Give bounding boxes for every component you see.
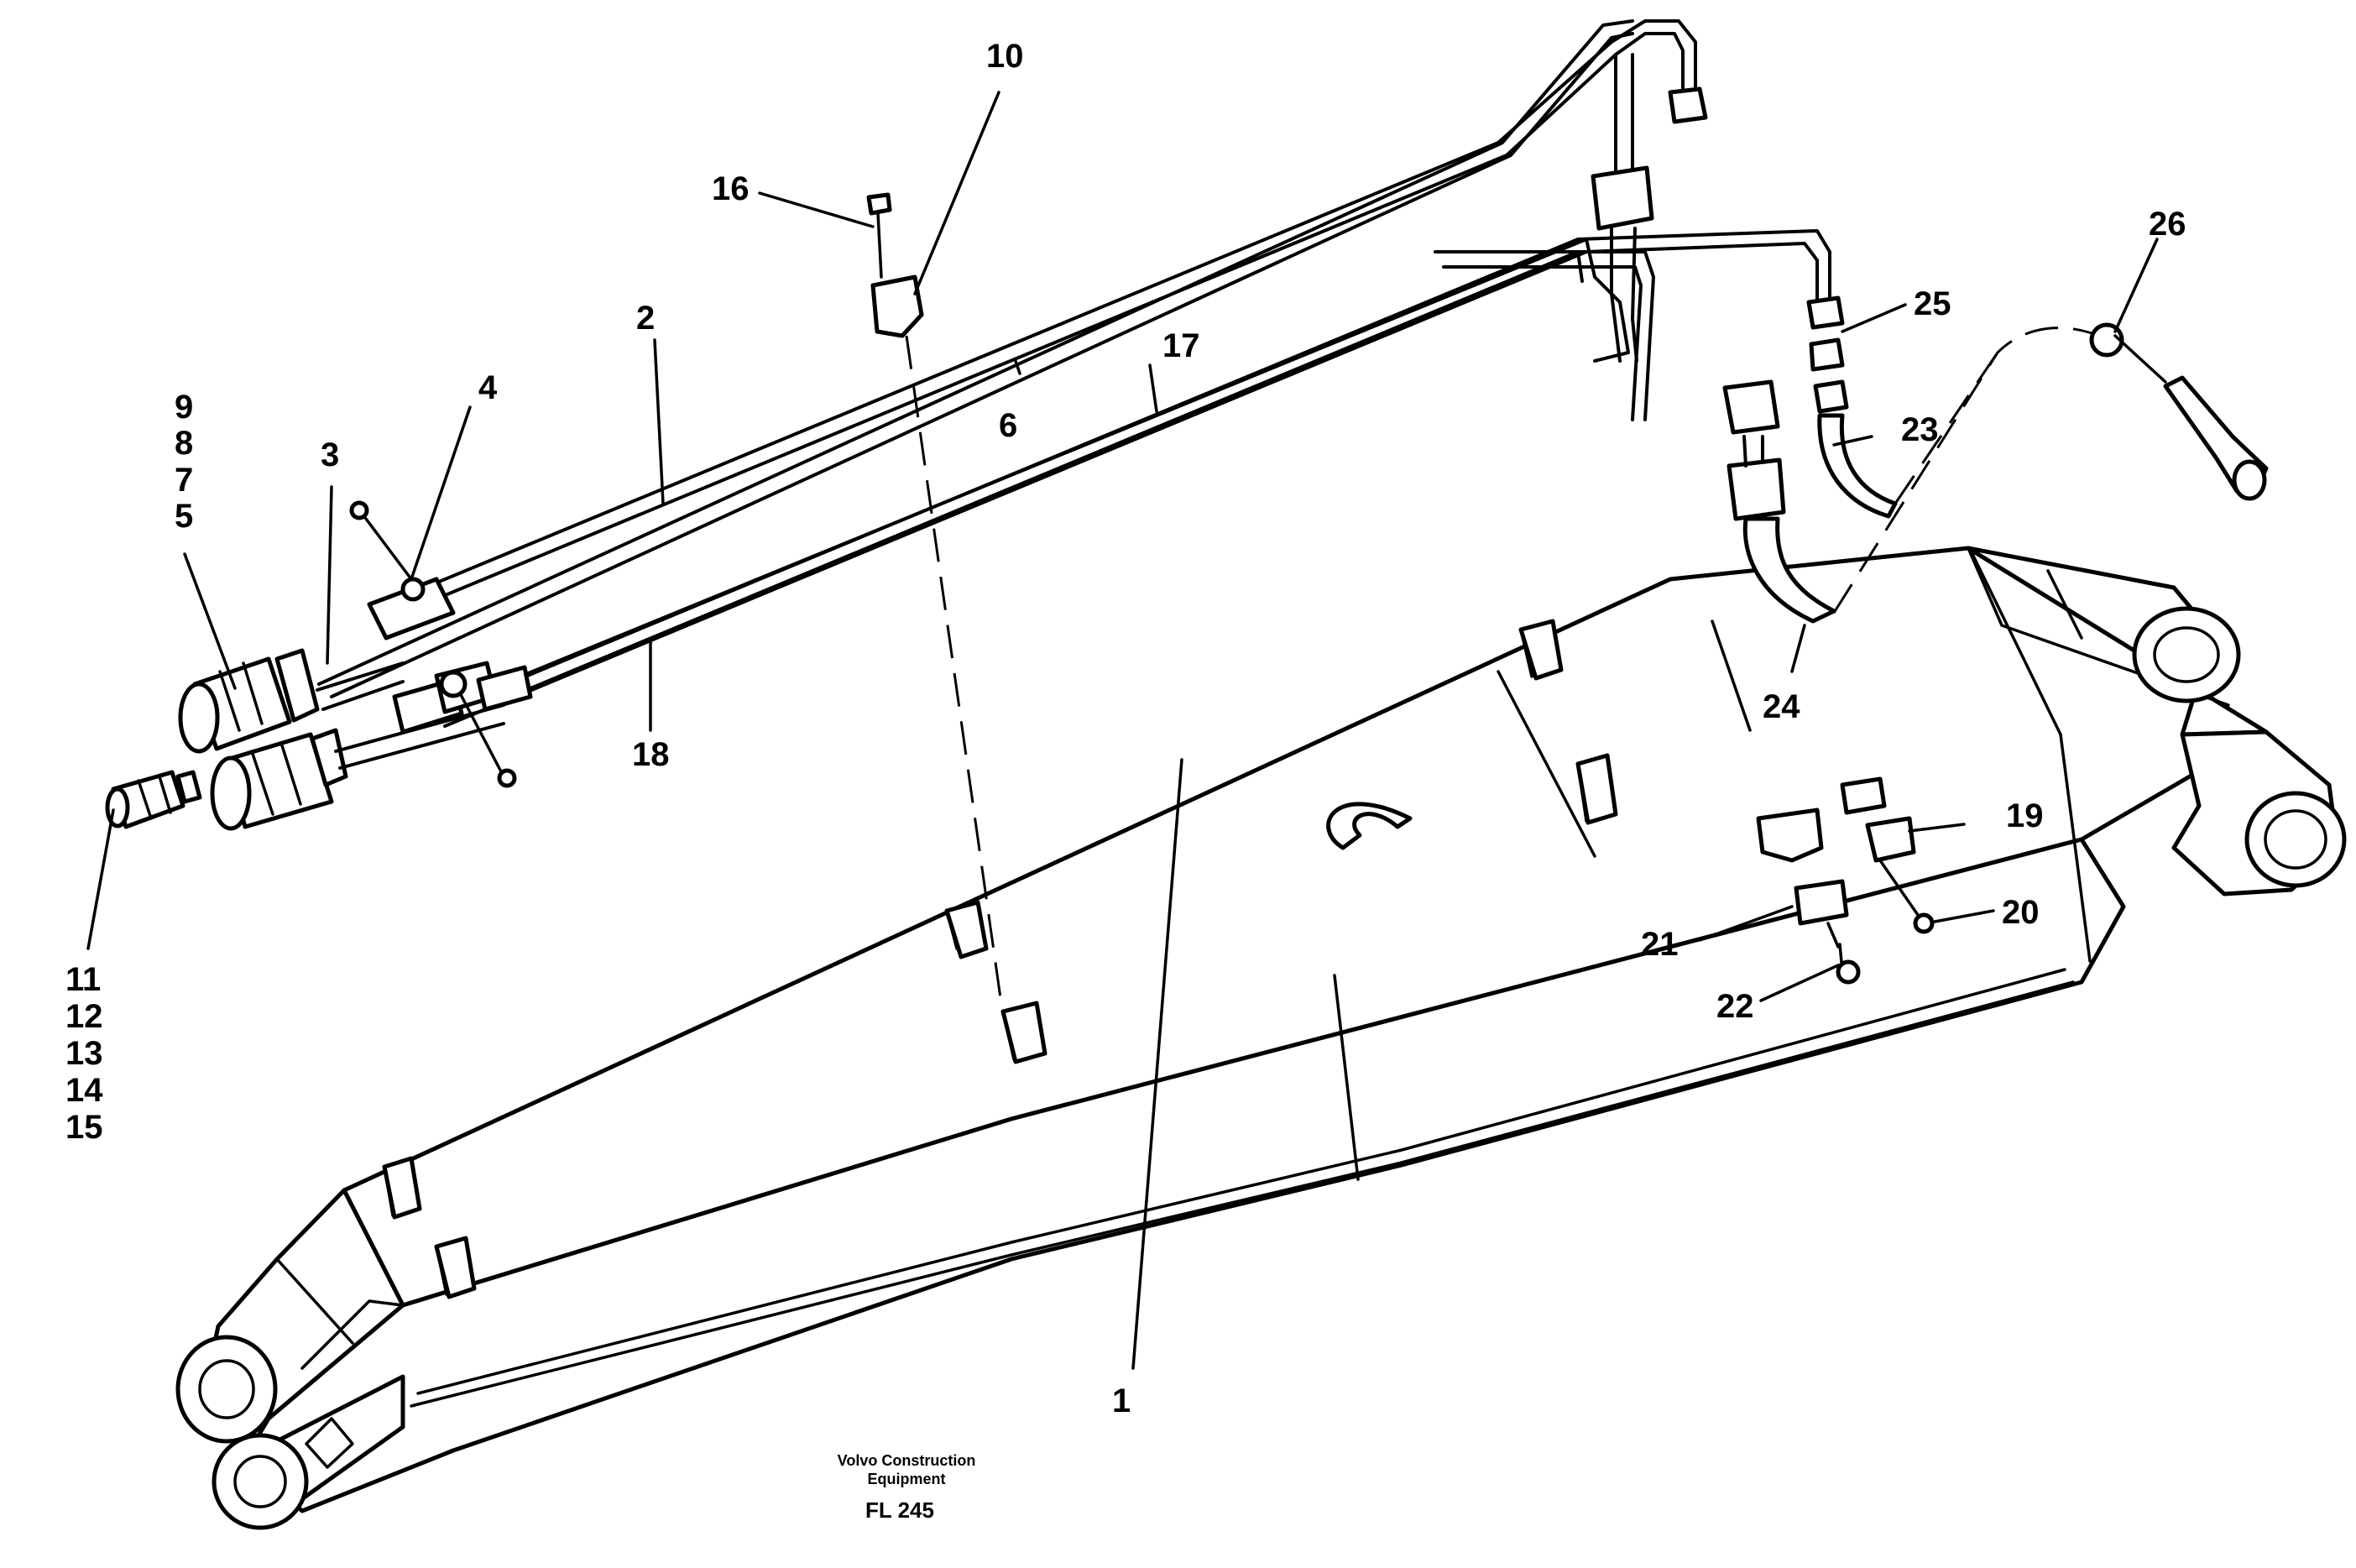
callout-8: 8 [175,425,193,462]
callout-13: 13 [65,1035,103,1072]
callout-5: 5 [175,498,193,535]
callout-18: 18 [632,736,670,773]
callout-6: 6 [999,407,1017,444]
callout-3: 3 [321,436,339,473]
caption-block: Volvo Construction Equipment FL 245 [838,1452,976,1523]
callout-17: 17 [1162,327,1200,364]
callout-2: 2 [636,300,655,337]
callout-21: 21 [1641,926,1679,963]
callout-11: 11 [65,961,101,998]
callout-24: 24 [1763,688,1800,725]
callout-26: 26 [2149,206,2186,243]
callout-15: 15 [65,1109,103,1146]
callout-14: 14 [65,1072,103,1109]
callout-labels: 1 2 3 4 9 8 7 5 6 10 16 17 18 11 12 13 1… [65,38,2186,1419]
clamp-set-right [1756,776,1935,985]
callout-16: 16 [712,170,750,207]
callout-19: 19 [2006,797,2044,834]
callout-20: 20 [2002,894,2040,931]
caption-company-2: Equipment [868,1471,946,1487]
callout-7: 7 [175,462,193,499]
boom-clamps [382,619,1618,1299]
callout-1: 1 [1112,1382,1131,1419]
boom-arm [175,546,2347,1530]
callout-25: 25 [1914,285,1951,322]
callout-10: 10 [986,38,1024,75]
caption-company: Volvo Construction [838,1452,976,1469]
callout-9: 9 [175,389,193,426]
callout-22: 22 [1716,988,1754,1025]
cylinder-assembly [105,500,533,831]
callout-12: 12 [65,998,103,1035]
figure-code: FL 245 [865,1497,934,1523]
leader-lines [86,91,2159,1370]
callout-23: 23 [1901,411,1939,448]
hydraulic-pipes [317,19,2269,728]
callout-4: 4 [478,369,498,406]
